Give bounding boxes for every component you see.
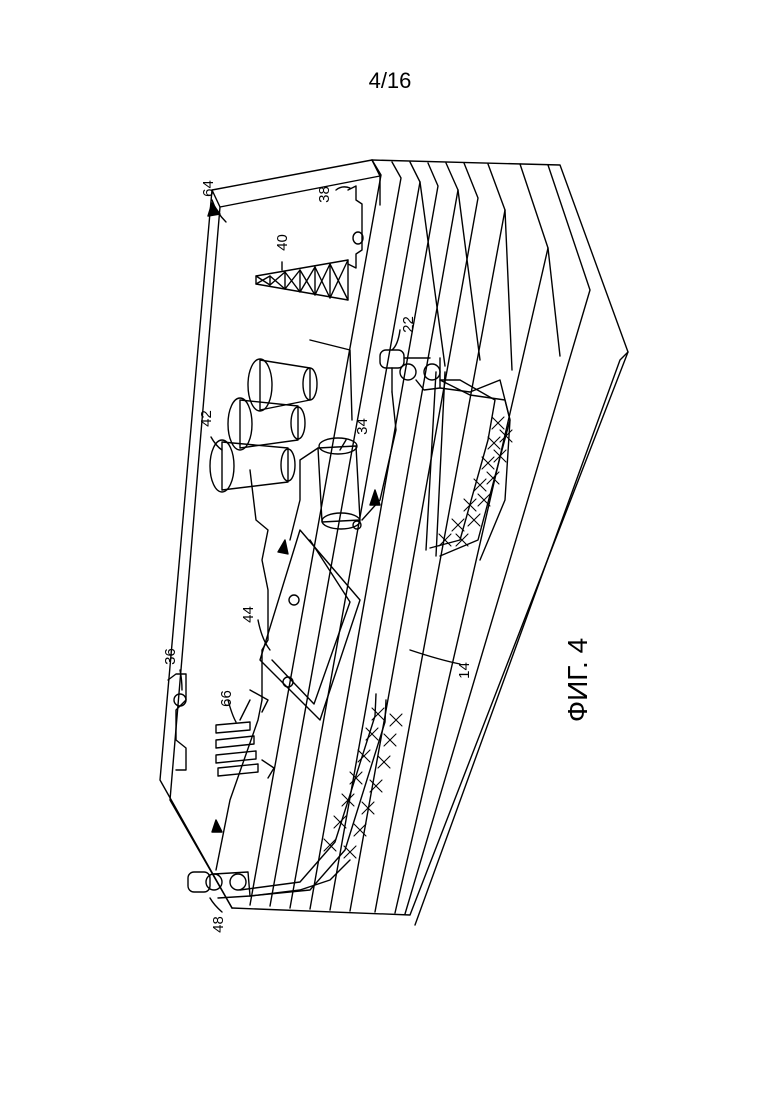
- storage-tanks-42: [210, 340, 352, 492]
- ref-38: 38: [316, 186, 333, 203]
- earth-strata: [232, 160, 628, 925]
- ref-42: 42: [198, 410, 215, 427]
- drilling-rig-40: [256, 260, 348, 300]
- ref-36: 36: [162, 648, 179, 665]
- ref-48: 48: [210, 916, 227, 933]
- fracture-clusters: [324, 417, 512, 858]
- ref-44: 44: [240, 606, 257, 623]
- pad-38-marker: [348, 186, 363, 268]
- piping: [216, 372, 510, 896]
- separator-34: [318, 438, 361, 529]
- lateral-wellbores: [240, 380, 510, 896]
- ref-64: 64: [200, 180, 217, 197]
- ref-34: 34: [354, 418, 371, 435]
- ref-40: 40: [274, 234, 291, 251]
- ref-14: 14: [456, 662, 473, 679]
- ref-66: 66: [218, 690, 235, 707]
- reserve-pit-44: [260, 530, 360, 720]
- ref-22: 22: [400, 316, 417, 333]
- figure-caption: ФИГ. 4: [562, 638, 594, 722]
